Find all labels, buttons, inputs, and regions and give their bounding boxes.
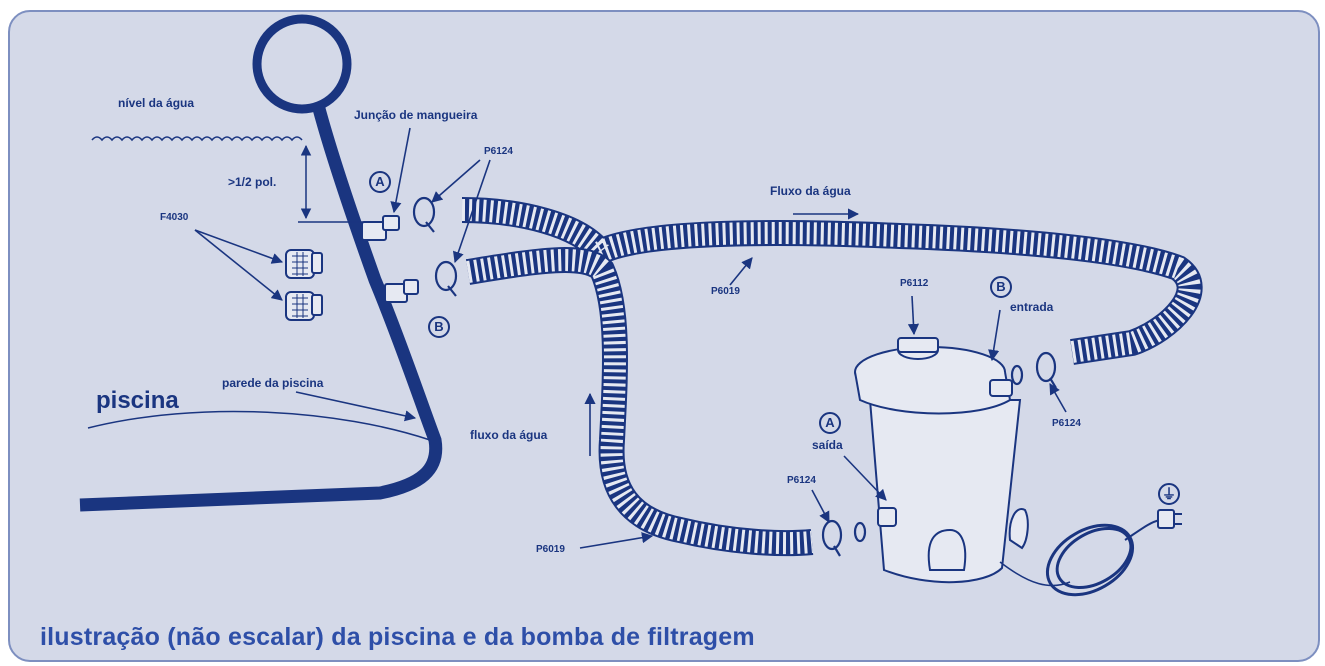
diagram-caption: ilustração (não escalar) da piscina e da… — [40, 623, 755, 651]
plug-icon — [1157, 509, 1182, 529]
hose-bottom-label: P6019 — [536, 544, 565, 555]
upper-hose — [461, 197, 1203, 365]
water-flow-top-label: Fluxo da água — [770, 184, 851, 198]
hose-top-label: P6019 — [711, 286, 740, 297]
hose-junction-label: Junção de mangueira — [354, 108, 478, 122]
pump-icon — [854, 337, 1029, 584]
depth-dimension — [298, 144, 368, 223]
hose-junction-fittings — [361, 215, 419, 303]
strainer-label: F4030 — [160, 212, 189, 223]
marker-a-outlet: A — [819, 412, 841, 434]
marker-b-inlet: B — [990, 276, 1012, 298]
pointer-arrows — [194, 127, 1067, 549]
strainer-icon — [285, 249, 323, 321]
depth-label: >1/2 pol. — [228, 175, 277, 189]
cartridge-cap-label: P6112 — [900, 278, 929, 289]
pool-wall — [79, 14, 443, 512]
clamp-label-top: P6124 — [484, 146, 513, 157]
water-level-label: nível da água — [118, 96, 195, 110]
pool-water-curve — [87, 410, 431, 441]
clamp-label-bottom: P6124 — [787, 475, 816, 486]
pool-wall-label: parede da piscina — [222, 376, 324, 390]
ground-icon: ⏚ — [1158, 483, 1180, 505]
pool-label: piscina — [96, 387, 179, 414]
marker-b-junction: B — [428, 316, 450, 338]
lower-hose — [465, 247, 814, 557]
inlet-label: entrada — [1010, 300, 1054, 314]
outlet-label: saída — [812, 438, 843, 452]
water-flow-side-label: fluxo da água — [470, 428, 548, 442]
water-surface-line — [91, 136, 303, 142]
clamp-label-right: P6124 — [1052, 418, 1081, 429]
marker-a-junction: A — [369, 171, 391, 193]
clamp-icon — [412, 196, 1057, 557]
